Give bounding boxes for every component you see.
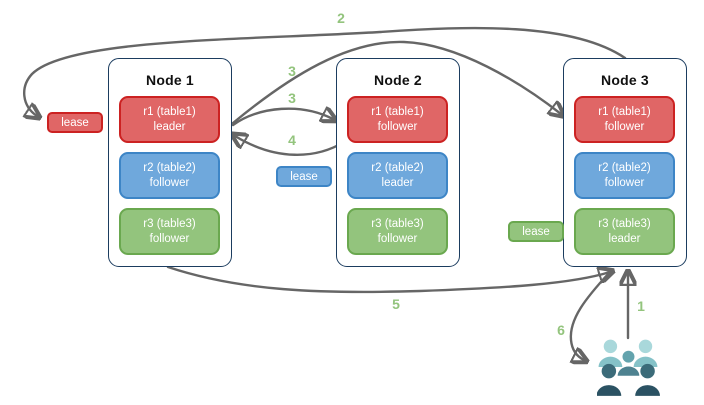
step-label-3b: 3 bbox=[288, 90, 296, 106]
node-1-title: Node 1 bbox=[146, 72, 194, 88]
node-2-replica-r2: r2 (table2) leader bbox=[347, 152, 448, 199]
step-label-1: 1 bbox=[637, 298, 645, 314]
arrow-step-3-to-node2 bbox=[231, 109, 333, 127]
node-3-replica-r1: r1 (table1) follower bbox=[574, 96, 675, 143]
person-bottom-left-body bbox=[597, 385, 622, 396]
step-label-5: 5 bbox=[392, 296, 400, 312]
arrow-step-5 bbox=[166, 267, 610, 294]
node-1-replica-r2: r2 (table2) follower bbox=[119, 152, 220, 199]
node-2-replica-r3: r3 (table3) follower bbox=[347, 208, 448, 255]
replica-range: r3 (table3) bbox=[143, 217, 196, 230]
replica-range: r2 (table2) bbox=[371, 161, 424, 174]
replica-range: r3 (table3) bbox=[371, 217, 424, 230]
node-1-replica-r1: r1 (table1) leader bbox=[119, 96, 220, 143]
person-middle-body bbox=[617, 366, 640, 376]
person-bottom-right bbox=[640, 363, 655, 379]
node-3-replica-r3: r3 (table3) leader bbox=[574, 208, 675, 255]
replica-range: r1 (table1) bbox=[371, 105, 424, 118]
replica-role: follower bbox=[149, 176, 190, 189]
node-3-title: Node 3 bbox=[601, 72, 649, 88]
step-label-4: 4 bbox=[288, 132, 296, 148]
node-3-replica-r2: r2 (table2) follower bbox=[574, 152, 675, 199]
node-2-replica-r1: r1 (table1) follower bbox=[347, 96, 448, 143]
replica-role: leader bbox=[608, 232, 641, 245]
replica-role: leader bbox=[153, 120, 186, 133]
node-2-title: Node 2 bbox=[374, 72, 422, 88]
replica-range: r1 (table1) bbox=[143, 105, 196, 118]
person-bottom-right-body bbox=[635, 385, 660, 396]
node-1: Node 1 r1 (table1) leader r2 (table2) fo… bbox=[108, 58, 232, 267]
lease-badge-r2: lease bbox=[276, 166, 332, 187]
replica-role: follower bbox=[604, 176, 645, 189]
replica-role: follower bbox=[377, 232, 418, 245]
replica-range: r2 (table2) bbox=[143, 161, 196, 174]
person-top-left bbox=[603, 339, 618, 354]
replica-role: follower bbox=[149, 232, 190, 245]
replica-range: r3 (table3) bbox=[598, 217, 651, 230]
person-bottom-left bbox=[601, 363, 617, 379]
person-top-right bbox=[638, 339, 653, 354]
replica-role: leader bbox=[381, 176, 414, 189]
users-icon bbox=[597, 339, 660, 396]
replica-role: follower bbox=[604, 120, 645, 133]
person-middle bbox=[622, 350, 635, 363]
step-label-6: 6 bbox=[557, 322, 565, 338]
node-3: Node 3 r1 (table1) follower r2 (table2) … bbox=[563, 58, 687, 267]
node-2: Node 2 r1 (table1) follower r2 (table2) … bbox=[336, 58, 460, 267]
lease-badge-r1: lease bbox=[47, 112, 103, 133]
replica-range: r1 (table1) bbox=[598, 105, 651, 118]
node-1-replica-r3: r3 (table3) follower bbox=[119, 208, 220, 255]
step-label-3a: 3 bbox=[288, 63, 296, 79]
replica-range: r2 (table2) bbox=[598, 161, 651, 174]
step-label-2: 2 bbox=[337, 10, 345, 26]
lease-badge-r3: lease bbox=[508, 221, 564, 242]
replica-role: follower bbox=[377, 120, 418, 133]
person-top-left-body bbox=[598, 356, 623, 367]
person-top-right-body bbox=[633, 356, 658, 367]
